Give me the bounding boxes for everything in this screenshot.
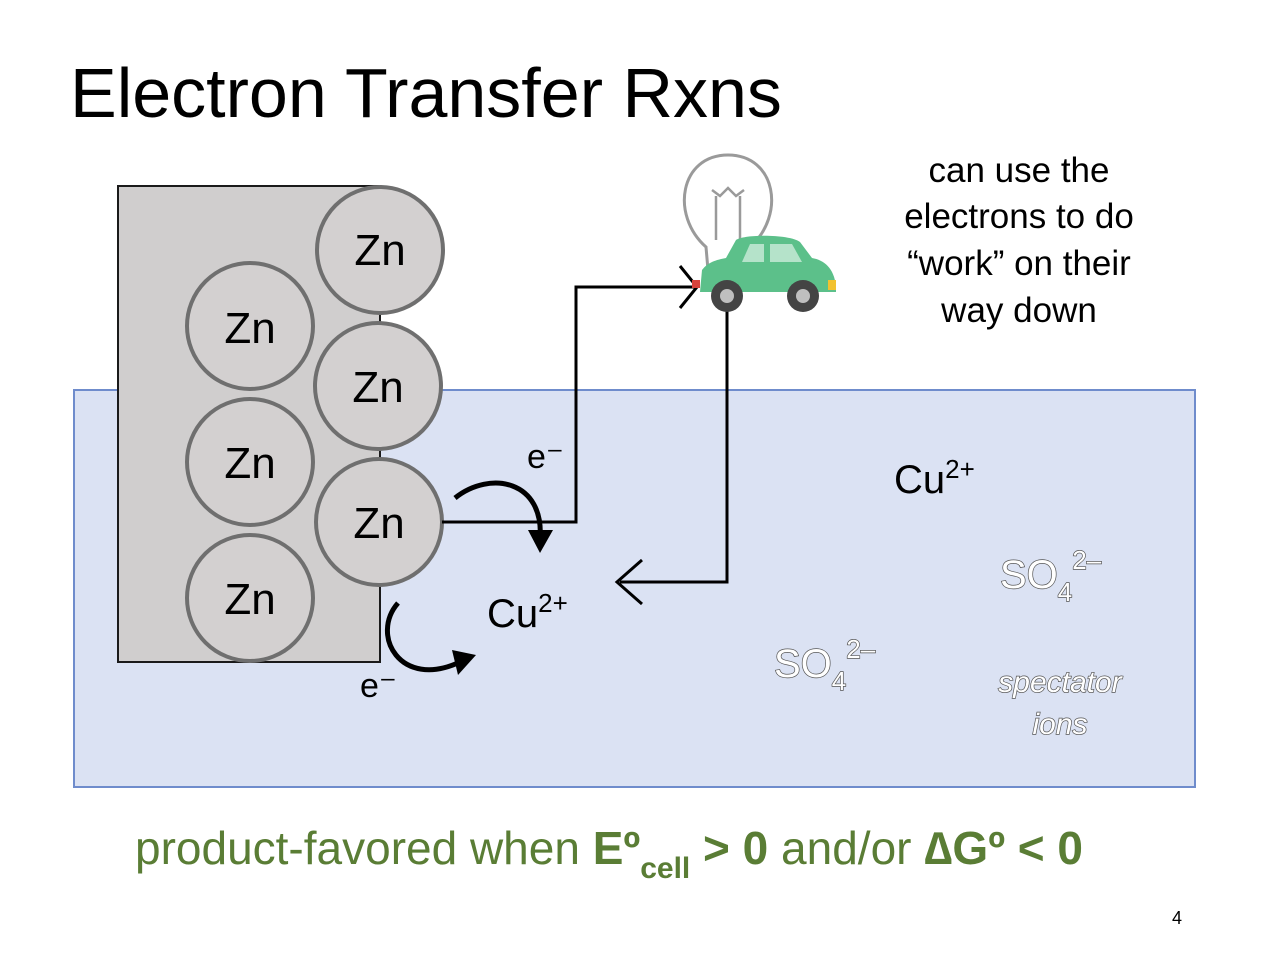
wire-arrowhead-left (614, 558, 643, 606)
page-number: 4 (1172, 908, 1182, 928)
zinc-atom-label: Zn (352, 363, 403, 412)
arrowhead-icon (452, 650, 476, 675)
return-wire (620, 300, 729, 584)
spectator-label-line1: spectator (998, 666, 1122, 699)
copper-ion-far: Cu2+ (894, 454, 975, 502)
arrowhead-icon (528, 530, 553, 553)
work-note-line1: can use the (929, 151, 1110, 190)
outgoing-wire (442, 285, 694, 524)
zinc-atom-1: Zn (315, 185, 445, 315)
zinc-atom-label: Zn (224, 304, 275, 353)
spectator-label-line2: ions (1032, 708, 1087, 741)
slide-title: Electron Transfer Rxns (70, 54, 782, 132)
zinc-atom-6: Zn (185, 533, 315, 663)
car-icon (692, 235, 836, 312)
zinc-atom-label: Zn (224, 575, 275, 624)
zinc-atom-label: Zn (353, 499, 404, 548)
electron-label-upper: e⁻ (527, 438, 564, 476)
zinc-atom-label: Zn (224, 439, 275, 488)
sulfate-ion-center: SO42– (774, 634, 876, 696)
electron-label-lower: e⁻ (360, 667, 397, 705)
work-note-line2: electrons to do (904, 197, 1134, 236)
zinc-atom-4: Zn (185, 397, 315, 527)
sulfate-ion-right: SO42– (1000, 545, 1102, 607)
footer-condition: product-favored when Eºcell > 0 and/or ∆… (135, 822, 1083, 885)
light-bulb-icon (682, 153, 774, 272)
copper-ion-near: Cu2+ (487, 588, 568, 636)
zinc-atom-2: Zn (185, 261, 315, 391)
zinc-atom-5: Zn (314, 457, 444, 587)
zinc-atom-label: Zn (354, 226, 405, 275)
zinc-atom-3: Zn (313, 321, 443, 451)
work-note-line4: way down (940, 291, 1097, 330)
electron-transfer-arrow-lower (385, 601, 462, 673)
electron-transfer-arrow-upper (453, 480, 543, 541)
work-note-line3: “work” on their (907, 244, 1131, 283)
